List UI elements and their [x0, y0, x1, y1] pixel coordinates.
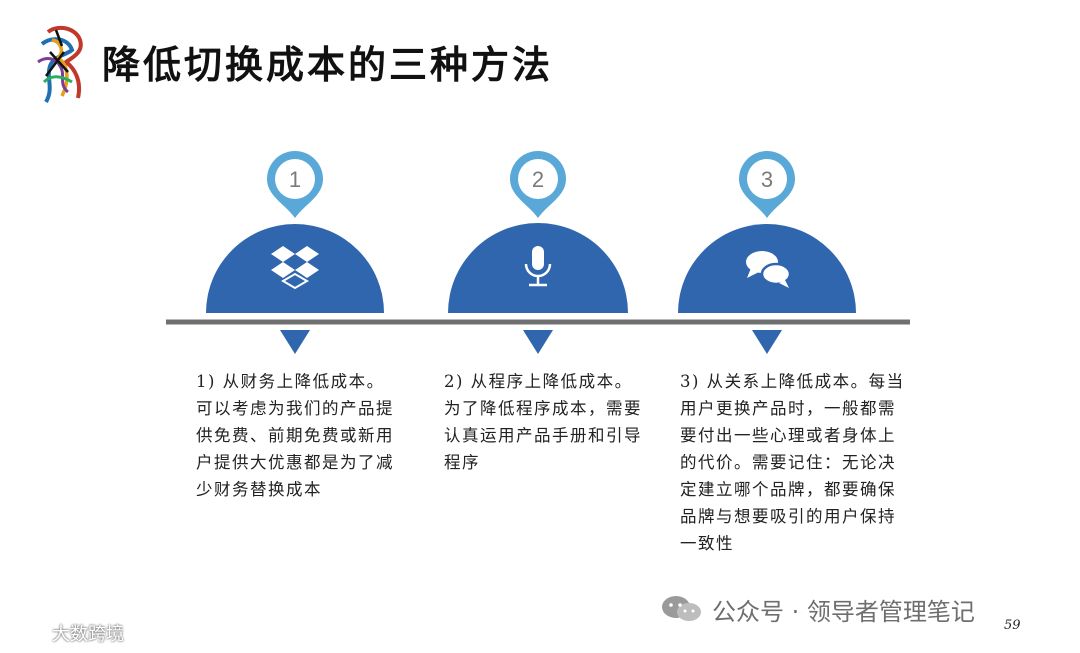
step-2-pointer	[523, 330, 553, 354]
page-number: 59	[1004, 618, 1021, 633]
step-3-text: 3) 从关系上降低成本。每当用户更换产品时，一般都需要付出一些心理或者身体上的代…	[680, 368, 910, 557]
step-2-text: 2) 从程序上降低成本。为了降低程序成本，需要认真运用产品手册和引导程序	[444, 368, 642, 476]
step-1-number: 1	[289, 167, 301, 192]
watermark-text: 公众号 · 领导者管理笔记	[712, 592, 975, 627]
step-2-number: 2	[532, 167, 544, 192]
step-3-number: 3	[761, 167, 773, 192]
corner-watermark: 大数跨境	[10, 620, 124, 646]
step-1-semicircle	[206, 224, 384, 313]
step-3-pointer	[752, 330, 782, 354]
wechat-icon	[660, 594, 704, 624]
wechat-watermark: 公众号 · 领导者管理笔记	[660, 592, 975, 626]
step-1-text: 1) 从财务上降低成本。可以考虑为我们的产品提供免费、前期免费或新用户提供大优惠…	[196, 368, 394, 503]
step-1-pointer	[280, 330, 310, 354]
corner-logo-icon	[10, 623, 48, 643]
corner-watermark-text: 大数跨境	[52, 620, 124, 646]
